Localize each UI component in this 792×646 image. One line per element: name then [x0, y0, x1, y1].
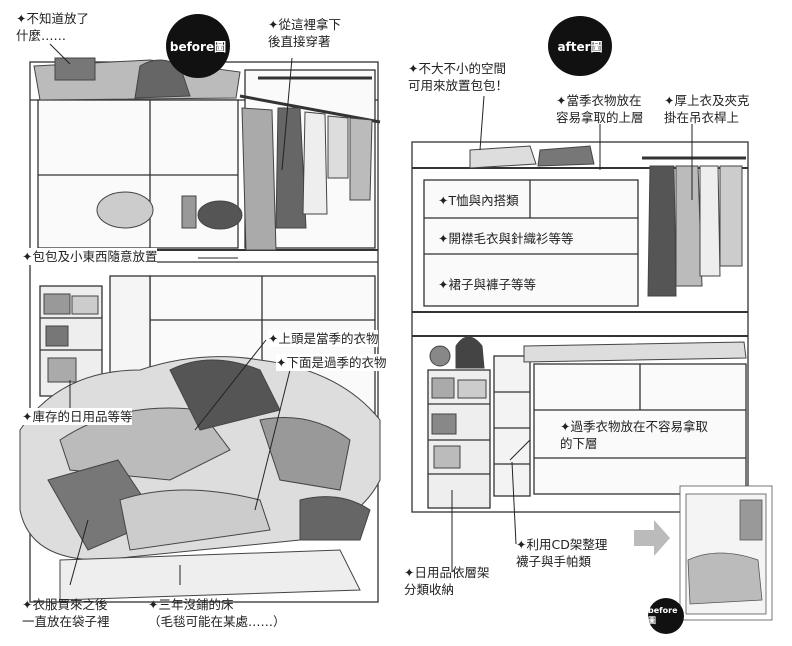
after-leaders: [451, 95, 693, 572]
before-leaders: [49, 43, 293, 586]
after-items: [429, 145, 747, 469]
label-tshirts: ✦T恤與內搭類: [438, 193, 519, 208]
label-bed-three-years: ✦三年沒鋪的床（毛毯可能在某處……）: [148, 597, 286, 629]
label-clothes-in-bags: ✦衣服買來之後一直放在袋子裡: [22, 597, 110, 629]
label-stock-items: ✦庫存的日用品等等: [22, 408, 133, 425]
label-bag-space: ✦不大不小的空間可用來放置包包！: [408, 61, 509, 93]
label-bags-random: ✦包包及小東西隨意放置: [22, 248, 158, 265]
label-daily-layered: ✦日用品依層架分類收納: [404, 565, 490, 597]
label-skirts-pants: ✦裙子與褲子等等: [438, 277, 536, 292]
label-cd-rack: ✦利用CD架整理襪子與手帕類: [516, 537, 608, 569]
label-in-season-upper: ✦當季衣物放在容易拿取的上層: [556, 93, 644, 125]
label-no-idea: ✦不知道放了什麼……: [16, 11, 89, 43]
label-thick-tops-rod: ✦厚上衣及夾克掛在吊衣桿上: [664, 93, 750, 125]
before-thumbnail: [679, 485, 773, 621]
thumbnail-before-badge: before圖: [648, 598, 684, 634]
after-badge: after圖: [548, 16, 612, 76]
label-cardigans: ✦開襟毛衣與針織衫等等: [438, 231, 574, 246]
label-pull-from-here: ✦從這裡拿下後直接穿著: [268, 17, 341, 49]
label-bottom-off-season: ✦下面是過季的衣物: [276, 354, 387, 371]
label-top-in-season: ✦上頭是當季的衣物: [268, 330, 379, 347]
before-badge: before圖: [166, 14, 230, 78]
label-off-season-lower: ✦過季衣物放在不容易拿取的下層: [560, 418, 708, 452]
arrow-icon: [634, 520, 670, 556]
